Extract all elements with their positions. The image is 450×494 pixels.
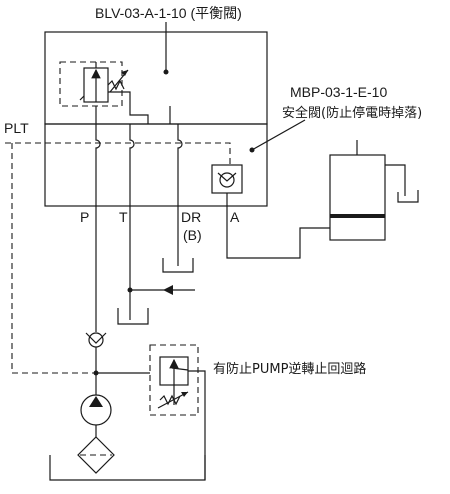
t-junction-dot [127, 287, 133, 293]
plt-pilot-line [5, 142, 231, 165]
mbp-leader-dot [249, 147, 255, 153]
mbp-leader-line [251, 119, 306, 151]
blv-t-line [108, 91, 149, 124]
port-dr-sub-label: (B) [183, 227, 202, 243]
p-port-line [95, 124, 101, 206]
mbp-valve-desc-label: 安全閥(防止停電時掉落) [282, 105, 422, 121]
pump-check-valve [85, 332, 107, 348]
port-a-label: A [230, 209, 240, 225]
mbp-block [44, 123, 268, 207]
relief-valve-symbol [149, 344, 206, 480]
mbp-check-valve-symbol [211, 164, 243, 206]
main-tank [49, 455, 206, 481]
a-port-to-cylinder-line [226, 206, 330, 259]
counterbalance-valve-symbol [59, 61, 129, 107]
filter-symbol [77, 436, 115, 474]
t-port-line [129, 124, 135, 206]
plt-pilot-line-down [11, 143, 150, 374]
port-dr-label: DR [181, 209, 201, 225]
plt-port-label: PLT [4, 120, 29, 136]
t-tank [117, 308, 149, 325]
port-p-label: P [80, 209, 89, 225]
dr-port-line [177, 124, 183, 206]
mbp-valve-code-label: MBP-03-1-E-10 [290, 84, 387, 100]
blv-valve-label: BLV-03-A-1-10 (平衡閥) [95, 5, 242, 21]
pump-junction-dot [93, 370, 99, 376]
dr-tank [162, 258, 194, 273]
blv-leader-dot [163, 69, 169, 75]
hydraulic-cylinder [329, 140, 419, 241]
flow-arrow-head [163, 285, 173, 295]
blv-block [44, 31, 268, 125]
pump-symbol [80, 394, 112, 437]
pump-note-label: 有防止PUMP逆轉止回迴路 [213, 361, 366, 377]
port-t-label: T [119, 209, 128, 225]
